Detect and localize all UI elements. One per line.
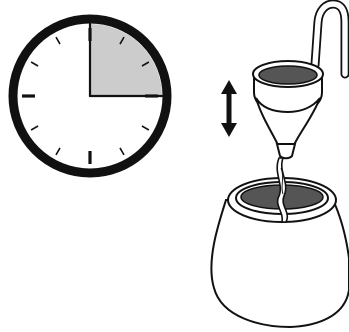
carafe-icon — [210, 177, 349, 329]
clock-tick — [55, 36, 61, 45]
clock-tick — [141, 61, 150, 67]
clock-tick — [119, 147, 125, 156]
clock-tick — [30, 125, 39, 131]
up-down-arrow-icon — [221, 80, 237, 137]
pour-over-dripper-icon — [252, 0, 349, 160]
clock-tick — [141, 125, 150, 131]
clock-rim — [8, 14, 172, 178]
clock-tick — [55, 147, 61, 156]
clock-face-icon — [8, 14, 172, 178]
carafe-body — [210, 199, 349, 329]
pour-stream — [276, 157, 289, 223]
dripper-nozzle — [275, 143, 297, 160]
dripper-liquid — [258, 65, 318, 85]
clock-elapsed-wedge — [90, 24, 162, 96]
clock-tick — [119, 36, 125, 45]
clock-tick — [30, 61, 39, 67]
dripper-cone — [255, 97, 321, 146]
